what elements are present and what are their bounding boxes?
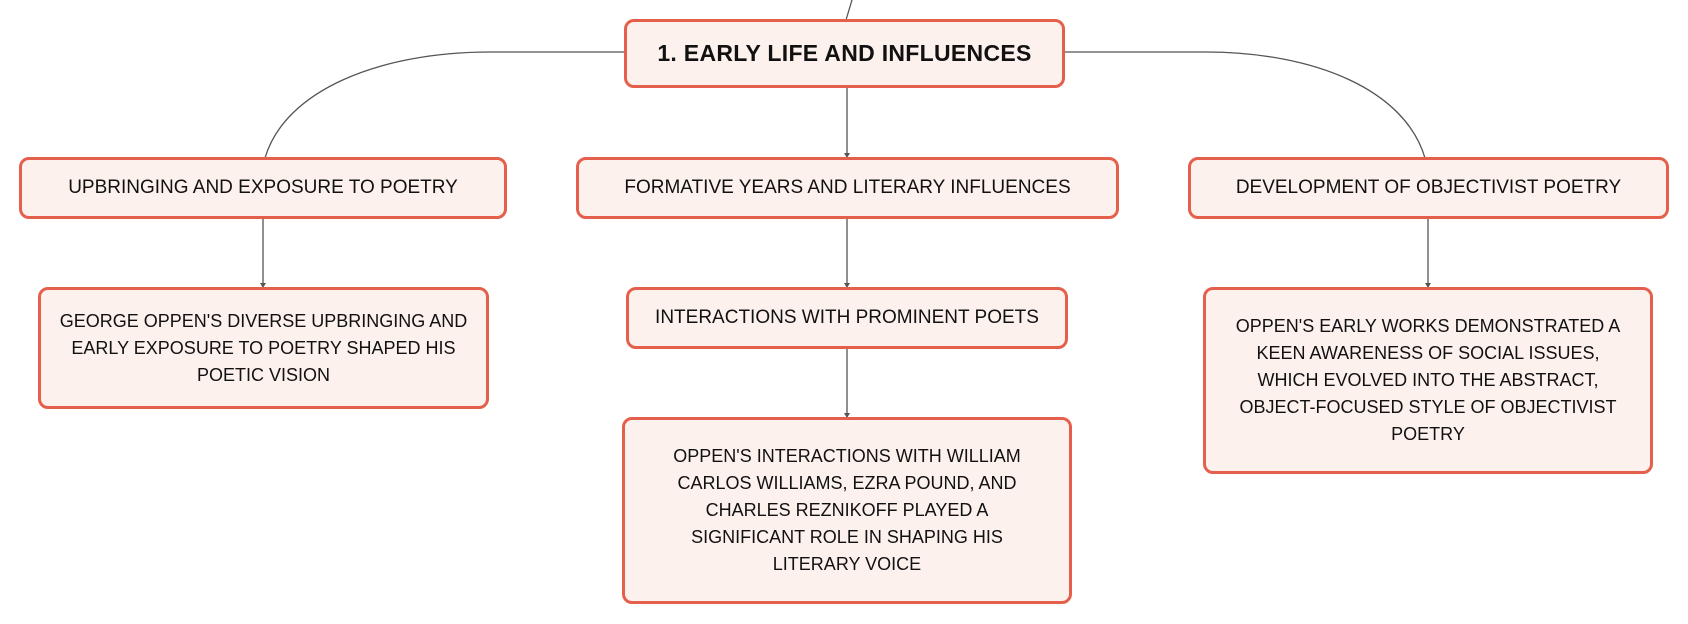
sub-node-prominent-poets[interactable]: INTERACTIONS WITH PROMINENT POETS [626, 287, 1068, 349]
connector-root-to-branch-3 [1064, 51, 1426, 159]
detail-node-interactions[interactable]: OPPEN'S INTERACTIONS WITH WILLIAM CARLOS… [622, 417, 1072, 604]
detail-node-text: GEORGE OPPEN'S DIVERSE UPBRINGING AND EA… [59, 310, 468, 385]
root-node[interactable]: 1. EARLY LIFE AND INFLUENCES [624, 19, 1065, 88]
connector-parent-to-root [845, 0, 853, 21]
arrowhead [260, 283, 266, 288]
arrowhead [844, 153, 850, 158]
root-node-label: 1. EARLY LIFE AND INFLUENCES [657, 40, 1032, 66]
detail-node-objectivist[interactable]: OPPEN'S EARLY WORKS DEMONSTRATED A KEEN … [1203, 287, 1653, 474]
branch-node-label: UPBRINGING AND EXPOSURE TO POETRY [68, 177, 458, 198]
branch-node-formative-years[interactable]: FORMATIVE YEARS AND LITERARY INFLUENCES [576, 157, 1119, 219]
arrowhead [844, 283, 850, 288]
branch-node-objectivist[interactable]: DEVELOPMENT OF OBJECTIVIST POETRY [1188, 157, 1669, 219]
detail-node-upbringing[interactable]: GEORGE OPPEN'S DIVERSE UPBRINGING AND EA… [38, 287, 489, 409]
branch-node-upbringing[interactable]: UPBRINGING AND EXPOSURE TO POETRY [19, 157, 507, 219]
branch-node-label: FORMATIVE YEARS AND LITERARY INFLUENCES [624, 177, 1071, 198]
arrowhead [844, 413, 850, 418]
branch-node-label: DEVELOPMENT OF OBJECTIVIST POETRY [1235, 177, 1622, 198]
sub-node-label: INTERACTIONS WITH PROMINENT POETS [655, 307, 1039, 328]
arrowhead [1425, 283, 1431, 288]
connector-root-to-branch-1 [264, 51, 624, 159]
detail-node-text: OPPEN'S INTERACTIONS WITH WILLIAM CARLOS… [673, 446, 1021, 574]
detail-node-text: OPPEN'S EARLY WORKS DEMONSTRATED A KEEN … [1235, 316, 1621, 444]
